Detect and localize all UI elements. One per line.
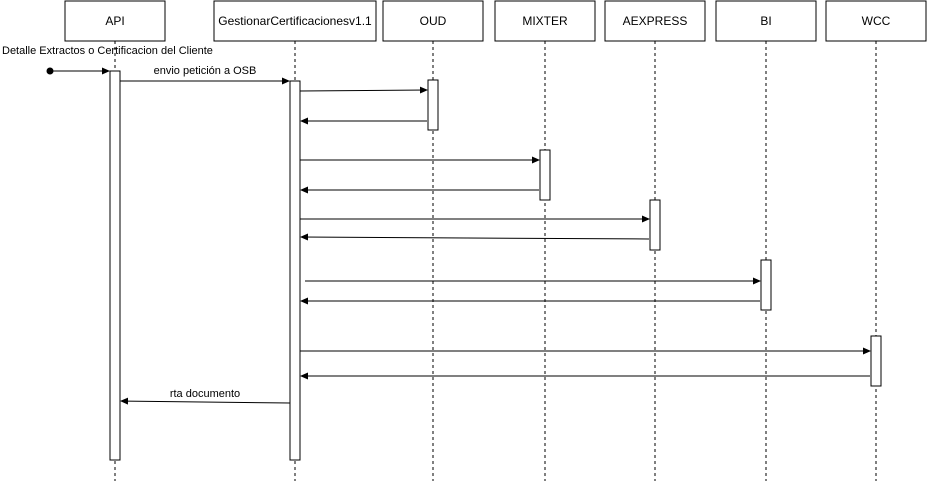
initial-message[interactable]: Detalle Extractos o Certificacion del Cl…	[2, 45, 213, 75]
participant-headers: API GestionarCertificacionesv1.1 OUD MIX…	[64, 0, 927, 42]
activation-bar-mixter[interactable]	[539, 149, 551, 201]
message-to-oud-arrow[interactable]	[299, 86, 428, 94]
message-request-label: envio petición a OSB	[154, 65, 257, 77]
activation-bar-wcc[interactable]	[870, 335, 882, 387]
participant-gestionar[interactable]: GestionarCertificacionesv1.1	[213, 0, 377, 42]
participant-mixter[interactable]: MIXTER	[494, 0, 596, 42]
activation-bar-aexpress[interactable]	[649, 199, 661, 251]
participant-oud[interactable]: OUD	[382, 0, 484, 42]
activation-bar-bi[interactable]	[760, 259, 772, 311]
activation-bar-oud[interactable]	[427, 79, 439, 131]
participant-label-api: API	[105, 14, 124, 28]
message-from-aexpress-arrow[interactable]	[300, 233, 650, 241]
participant-aexpress[interactable]: AEXPRESS	[604, 0, 706, 42]
participant-api[interactable]: API	[64, 0, 166, 42]
participant-label-gestionar: GestionarCertificacionesv1.1	[218, 14, 372, 28]
message-response-arrow[interactable]	[120, 397, 291, 405]
messages	[120, 77, 871, 405]
participant-label-mixter: MIXTER	[522, 14, 568, 28]
activation-bar-gestionar[interactable]	[289, 80, 301, 461]
initial-message-start-dot	[46, 67, 54, 75]
message-response-label: rta documento	[170, 388, 240, 400]
participant-label-aexpress: AEXPRESS	[623, 14, 688, 28]
participant-label-oud: OUD	[420, 14, 447, 28]
activation-bars	[109, 70, 882, 461]
activation-bar-api[interactable]	[109, 70, 121, 461]
participant-bi[interactable]: BI	[715, 0, 817, 42]
initial-message-label: Detalle Extractos o Certificacion del Cl…	[2, 45, 213, 57]
participant-label-wcc: WCC	[862, 14, 891, 28]
participant-label-bi: BI	[760, 14, 771, 28]
participant-wcc[interactable]: WCC	[825, 0, 927, 42]
